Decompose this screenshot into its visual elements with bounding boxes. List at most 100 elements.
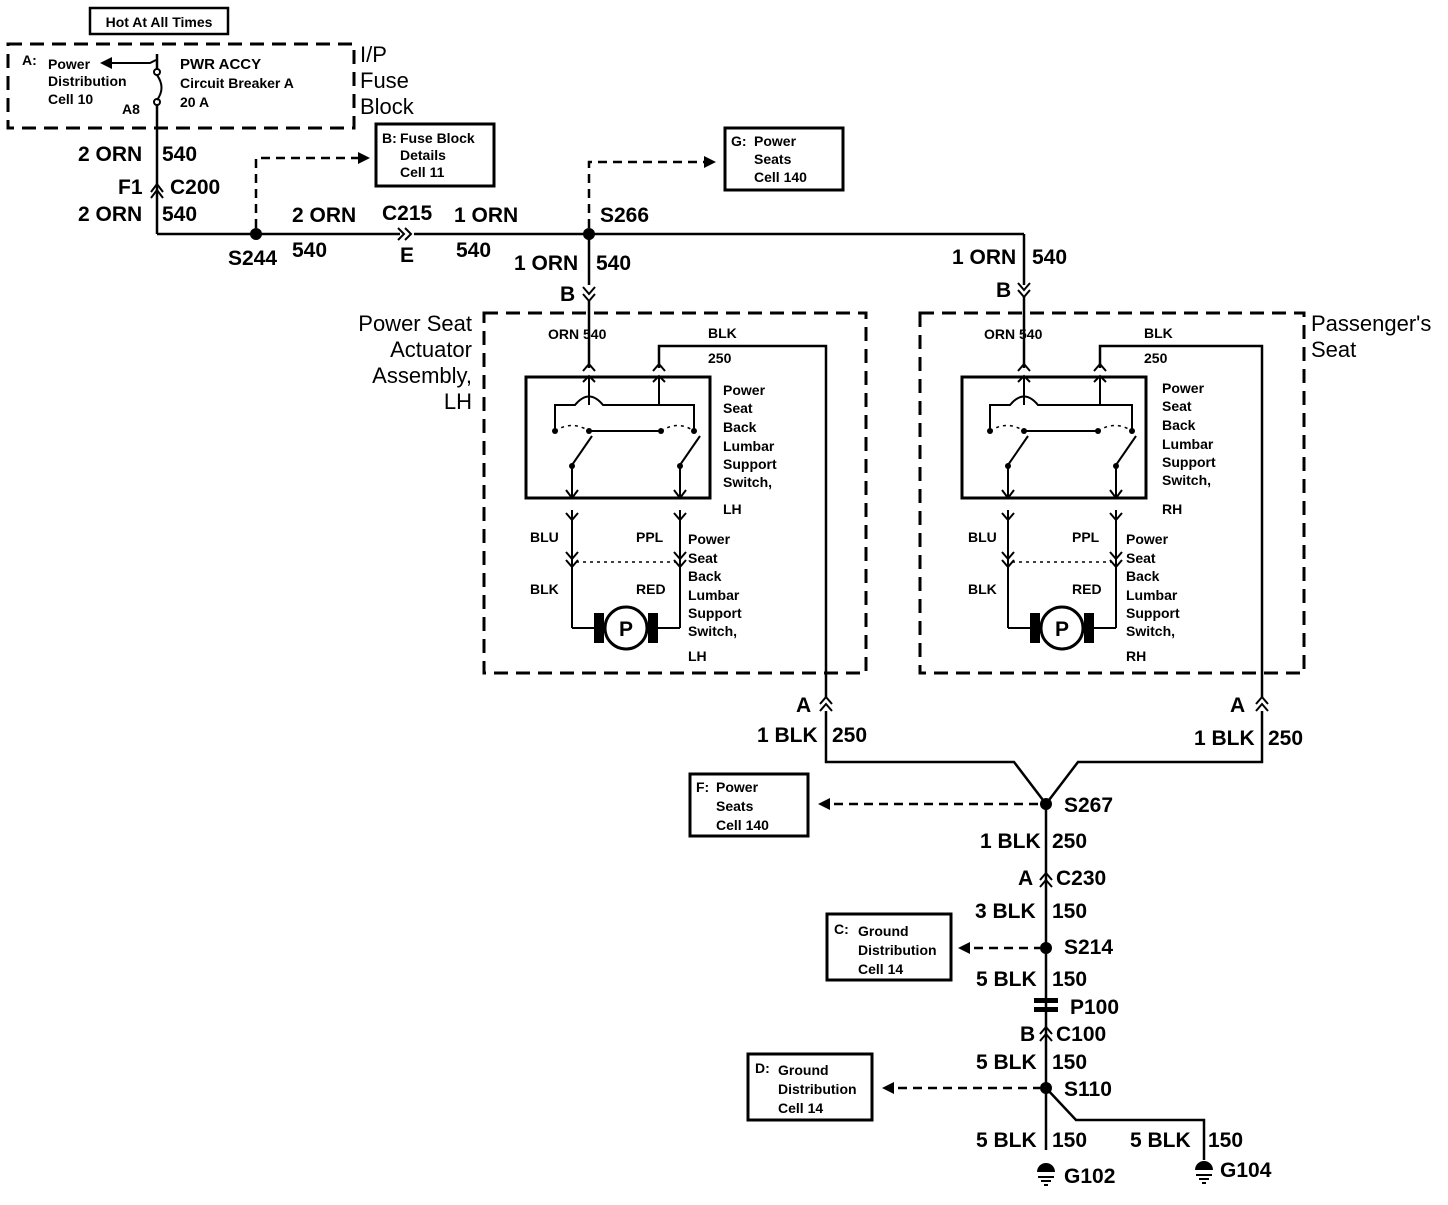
left-motor [603, 605, 649, 651]
wire-label-5blk-g104: 5 BLK [1130, 1129, 1191, 1152]
breaker-rating: 20 A [180, 94, 209, 110]
right-switch-label-6: Switch, [1162, 472, 1211, 488]
wire-circuit-150-a: 150 [1052, 900, 1087, 923]
ref-d-line-2: Distribution [778, 1081, 857, 1097]
connector-b-lh-icon [582, 286, 596, 303]
wire-circuit-540-lh: 540 [596, 252, 631, 275]
right-switch-label-7: RH [1162, 501, 1182, 517]
left-motor-caption-4: Lumbar [688, 587, 740, 603]
left-blu-label: BLU [530, 529, 559, 545]
fuse-block-ref-letter: A: [22, 52, 37, 68]
right-motor [1039, 605, 1085, 651]
wire-circuit-250-lh: 250 [832, 724, 867, 747]
left-seat-assembly: Power Seat Actuator Assembly, LH ORN 540… [358, 301, 868, 698]
ref-f-line-2: Seats [716, 798, 754, 814]
wire-label-1blk-trunk: 1 BLK [980, 830, 1041, 853]
wire-label-2orn-bottom: 2 ORN [78, 203, 142, 226]
connector-c215-icon [397, 227, 413, 241]
wire-label-5blk-b: 5 BLK [976, 1051, 1037, 1074]
connector-a-lh-icon [819, 695, 833, 712]
hot-label-text: Hot At All Times [106, 14, 213, 30]
wire-label-1blk-rh: 1 BLK [1194, 727, 1255, 750]
left-blk-motor-label: BLK [530, 581, 559, 597]
right-ppl-label: PPL [1072, 529, 1100, 545]
right-motor-caption-7: RH [1126, 648, 1146, 664]
ref-d-line-3: Cell 14 [778, 1100, 823, 1116]
ref-box-b: B: Fuse Block Details Cell 11 [374, 122, 496, 188]
ground-g102-icon [1037, 1163, 1055, 1186]
ref-f-letter: F: [696, 779, 709, 795]
wire-circuit-540-bus-2: 540 [456, 239, 491, 262]
wire-label-5blk-a: 5 BLK [976, 968, 1037, 991]
right-250-label: 250 [1144, 350, 1168, 366]
right-switch-label-1: Power [1162, 380, 1205, 396]
wire-label-3blk: 3 BLK [975, 900, 1036, 923]
wire-circuit-540-bottom: 540 [162, 203, 197, 226]
ref-f-line-3: Cell 140 [716, 817, 769, 833]
left-switch-label-3: Back [723, 419, 757, 435]
ref-box-g: G: Power Seats Cell 140 [723, 126, 845, 192]
splice-s244-label: S244 [228, 247, 277, 270]
right-switch-label-5: Support [1162, 454, 1216, 470]
ref-b-arrow [358, 152, 370, 164]
connector-pin-e: E [400, 244, 414, 267]
connector-c230-icon [1039, 871, 1053, 888]
fuse-block-title-1: I/P [360, 42, 387, 67]
right-orn540-label: ORN 540 [984, 326, 1043, 342]
left-seat-title-2: Actuator [390, 337, 472, 362]
ground-g102-label: G102 [1064, 1165, 1115, 1188]
left-seat-title-1: Power Seat [358, 311, 472, 336]
left-motor-caption-5: Support [688, 605, 742, 621]
right-blk-motor-label: BLK [968, 581, 997, 597]
ref-c-line-2: Distribution [858, 942, 937, 958]
left-switch-label-2: Seat [723, 400, 753, 416]
left-orn540-label: ORN 540 [548, 326, 607, 342]
right-motor-caption-1: Power [1126, 531, 1169, 547]
left-switch-label-1: Power [723, 382, 766, 398]
right-blk-label: BLK [1144, 325, 1173, 341]
ip-fuse-block: I/P Fuse Block A: Power Distribution Cel… [6, 42, 415, 130]
wire-label-1orn-lh: 1 ORN [514, 252, 578, 275]
ref-b-letter: B: [382, 130, 397, 146]
ref-box-f: F: Power Seats Cell 140 [688, 772, 810, 838]
right-switch-label-2: Seat [1162, 398, 1192, 414]
wire-circuit-150-b: 150 [1052, 968, 1087, 991]
connector-pin-a-c230: A [1018, 867, 1033, 890]
right-ground-wire-250 [1098, 344, 1264, 698]
right-motor-caption-4: Lumbar [1126, 587, 1178, 603]
ref-g-arrow [704, 156, 716, 168]
connector-pin-a-lh: A [796, 694, 811, 717]
left-switch-label-4: Lumbar [723, 438, 775, 454]
right-motor-caption-6: Switch, [1126, 623, 1175, 639]
connector-c200-icon [150, 182, 164, 199]
connector-c215: C215 [382, 202, 433, 225]
ref-b-line-2: Details [400, 147, 446, 163]
ground-g104-label: G104 [1220, 1159, 1272, 1182]
connector-pin-f1: F1 [118, 176, 143, 199]
left-switch-label-5: Support [723, 456, 777, 472]
connector-pin-b-lh: B [560, 283, 575, 306]
hot-at-all-times-label: Hot At All Times [88, 6, 230, 36]
left-motor-caption-7: LH [688, 648, 707, 664]
wire-label-2orn-top: 2 ORN [78, 143, 142, 166]
fuse-block-title-3: Block [360, 94, 415, 119]
wire-circuit-540-rh: 540 [1032, 246, 1067, 269]
breaker-name: PWR ACCY [180, 56, 261, 73]
ref-d-line-1: Ground [778, 1062, 829, 1078]
ref-b-line-3: Cell 11 [400, 164, 445, 180]
right-seat-title-2: Seat [1311, 337, 1356, 362]
ref-g-line-2: Seats [754, 151, 792, 167]
left-250-label: 250 [708, 350, 732, 366]
splice-s214-label: S214 [1064, 936, 1113, 959]
splice-s267 [1040, 798, 1052, 810]
left-seat-title-3: Assembly, [372, 363, 472, 388]
right-blu-label: BLU [968, 529, 997, 545]
left-motor-caption-3: Back [688, 568, 722, 584]
wire-circuit-150-g102: 150 [1052, 1129, 1087, 1152]
wire-circuit-150-c: 150 [1052, 1051, 1087, 1074]
right-switch-label-4: Lumbar [1162, 436, 1214, 452]
fuse-block-ref-line-3: Cell 10 [48, 91, 93, 107]
connector-c230: C230 [1056, 867, 1106, 890]
ground-branch-g104 [1045, 1087, 1206, 1160]
